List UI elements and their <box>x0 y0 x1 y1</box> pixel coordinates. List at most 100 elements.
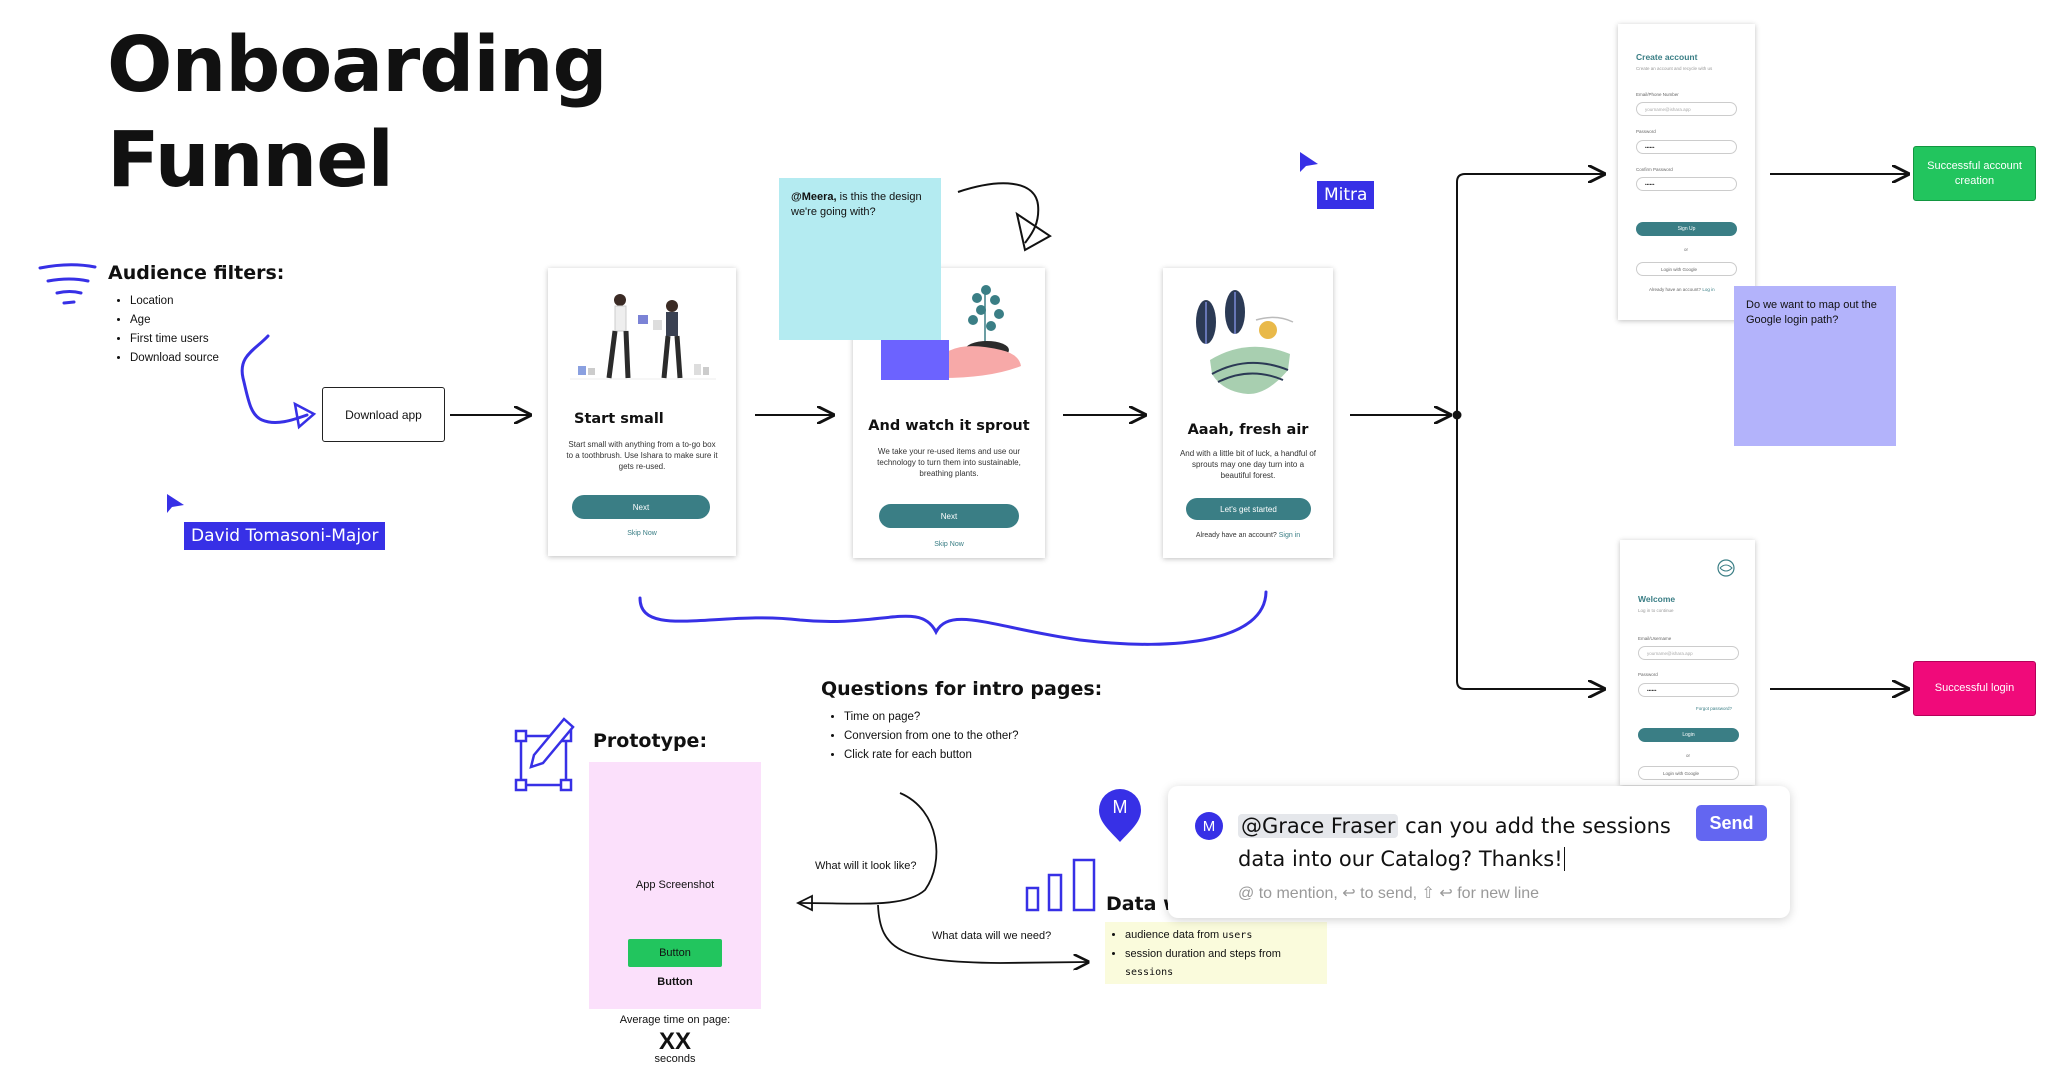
avg-time-value: XX <box>658 1028 691 1055</box>
comment-composer: M @Grace Fraser can you add the sessions… <box>1168 786 1790 918</box>
sticky-text: is this the design we're going with? <box>791 191 922 218</box>
create-footer-link[interactable]: Log in <box>1702 287 1715 292</box>
pencil-select-icon <box>514 717 575 792</box>
sticky-note-meera[interactable]: @Meera, is this the design we're going w… <box>779 178 941 340</box>
welcome-password-field[interactable]: •••••• <box>1638 683 1739 697</box>
confirm-password-field[interactable]: •••••• <box>1636 177 1737 191</box>
funnel-doodle-icon <box>38 263 97 305</box>
screen-2-next-button[interactable]: Next <box>879 504 1019 528</box>
signin-prefix: Already have an account? <box>1195 532 1277 539</box>
app-screenshot-label: App Screenshot <box>635 879 715 891</box>
data-item-code: sessions <box>1125 967 1174 978</box>
data-heading: Data w <box>1106 893 1181 915</box>
forgot-password-link[interactable]: Forgot password? <box>1696 706 1733 711</box>
question-item: Conversion from one to the other? <box>844 727 1019 746</box>
edge-label-data: What data will we need? <box>932 930 1052 942</box>
cursor-label-david: David Tomasoni-Major <box>184 522 386 550</box>
send-button[interactable]: Send <box>1696 805 1767 841</box>
data-item: audience data from users <box>1125 926 1327 945</box>
screen-2-title: And watch it sprout <box>868 418 1030 434</box>
questions-list: Time on page? Conversion from one to the… <box>826 708 1019 765</box>
prototype-button-text: Button <box>657 976 693 988</box>
google-login-button[interactable]: Login with Google <box>1636 262 1737 276</box>
arrow-to-prototype <box>799 792 938 905</box>
audience-item: First time users <box>130 330 219 349</box>
question-item: Click rate for each button <box>844 746 1019 765</box>
sprout-illustration-icon <box>936 285 1021 378</box>
audience-list: Location Age First time users Download s… <box>112 292 219 368</box>
welcome-email-label: Email/Username <box>1638 636 1672 641</box>
email-field[interactable]: yourname@ishara.app <box>1636 102 1737 116</box>
curved-arrow-doodle <box>957 182 1040 244</box>
screen-3-body: And with a little bit of luck, a handful… <box>1179 449 1317 480</box>
text-caret <box>1563 847 1565 871</box>
cursor-david-icon <box>167 494 184 513</box>
welcome-or: or <box>1686 753 1691 758</box>
pin-avatar[interactable]: M <box>1112 797 1128 817</box>
outcome-login[interactable]: Successful login <box>1913 661 2036 716</box>
page-title: Onboarding Funnel <box>107 18 608 208</box>
screen-3-title: Aaah, fresh air <box>1187 422 1309 438</box>
avg-time-label: Average time on page: <box>619 1014 731 1026</box>
confirm-label: Confirm Password <box>1636 167 1673 172</box>
sticky-note-google[interactable]: Do we want to map out the Google login p… <box>1734 286 1896 446</box>
welcome-screen[interactable]: Welcome Log in to continue Email/Usernam… <box>1620 540 1755 785</box>
email-label: Email/Phone Number <box>1636 92 1679 97</box>
audience-heading: Audience filters: <box>108 262 285 284</box>
squiggle-arrow <box>240 334 309 424</box>
people-illustration-icon <box>570 294 716 380</box>
screen-1-body: Start small with anything from a to-go b… <box>566 440 718 471</box>
arrow-junction-to-create <box>1456 174 1604 415</box>
create-footer-text: Already have an account? <box>1649 287 1702 292</box>
welcome-password-label: Password <box>1638 672 1658 677</box>
data-item-code: users <box>1222 930 1253 941</box>
welcome-google-button[interactable]: Login with Google <box>1638 766 1739 780</box>
screen-1-next-button[interactable]: Next <box>572 495 710 519</box>
screen-1-title: Start small <box>574 411 664 427</box>
screen-2-body: We take your re-used items and use our t… <box>877 447 1021 478</box>
sleeve-shape <box>881 340 949 380</box>
bar-chart-icon <box>1025 858 1096 912</box>
audience-item: Age <box>130 311 219 330</box>
brace-doodle <box>638 590 1268 646</box>
onboarding-screen-3[interactable]: Aaah, fresh air And with a little bit of… <box>1163 268 1333 558</box>
sign-up-button[interactable]: Sign Up <box>1636 222 1737 236</box>
prototype-button[interactable]: Button <box>628 939 722 967</box>
welcome-title: Welcome <box>1638 594 1676 604</box>
arrow-to-data <box>877 904 1088 963</box>
get-started-button[interactable]: Let's get started <box>1186 498 1311 520</box>
logo-icon <box>1717 559 1735 577</box>
download-app-node[interactable]: Download app <box>322 387 445 442</box>
data-item-text: session duration and steps from <box>1125 948 1281 960</box>
cursor-mitra-icon <box>1300 152 1318 172</box>
question-item: Time on page? <box>844 708 1019 727</box>
password-field[interactable]: •••••• <box>1636 140 1737 154</box>
create-account-subtitle: Create an account and recycle with us <box>1636 66 1713 71</box>
outcome-account-created[interactable]: Successful account creation <box>1913 146 2036 201</box>
prototype-frame[interactable]: App Screenshot Button Button <box>589 762 761 1009</box>
screen-2-skip-link[interactable]: Skip Now <box>934 541 964 548</box>
title-line-1: Onboarding <box>107 21 608 110</box>
welcome-email-field[interactable]: yourname@ishara.app <box>1638 646 1739 660</box>
screen-1-skip-link[interactable]: Skip Now <box>627 530 657 537</box>
create-account-screen[interactable]: Create account Create an account and rec… <box>1618 24 1755 320</box>
login-button[interactable]: Login <box>1638 728 1739 742</box>
signin-link[interactable]: Sign in <box>1278 532 1301 539</box>
create-account-title: Create account <box>1636 52 1698 62</box>
cursor-label-mitra: Mitra <box>1317 181 1375 209</box>
screen-3-signin-row: Already have an account? Sign in <box>1163 532 1333 539</box>
or-divider: or <box>1684 247 1689 252</box>
fresh-air-illustration-icon <box>1196 290 1294 394</box>
avg-time-unit: seconds <box>654 1053 696 1065</box>
data-item-text: audience data from <box>1125 929 1223 941</box>
pin-marker <box>1099 746 1143 790</box>
onboarding-screen-1[interactable]: Start small Start small with anything fr… <box>548 268 736 556</box>
sticky-mention: @Meera, <box>791 191 837 203</box>
comment-input[interactable]: @Grace Fraser can you add the sessions d… <box>1238 810 1678 876</box>
edge-label-look: What will it look like? <box>815 860 917 872</box>
title-line-2: Funnel <box>107 116 394 205</box>
comment-hint: @ to mention, ↩ to send, ⇧ ↩ for new lin… <box>1238 885 1540 902</box>
audience-item: Location <box>130 292 219 311</box>
prototype-heading: Prototype: <box>593 730 708 752</box>
